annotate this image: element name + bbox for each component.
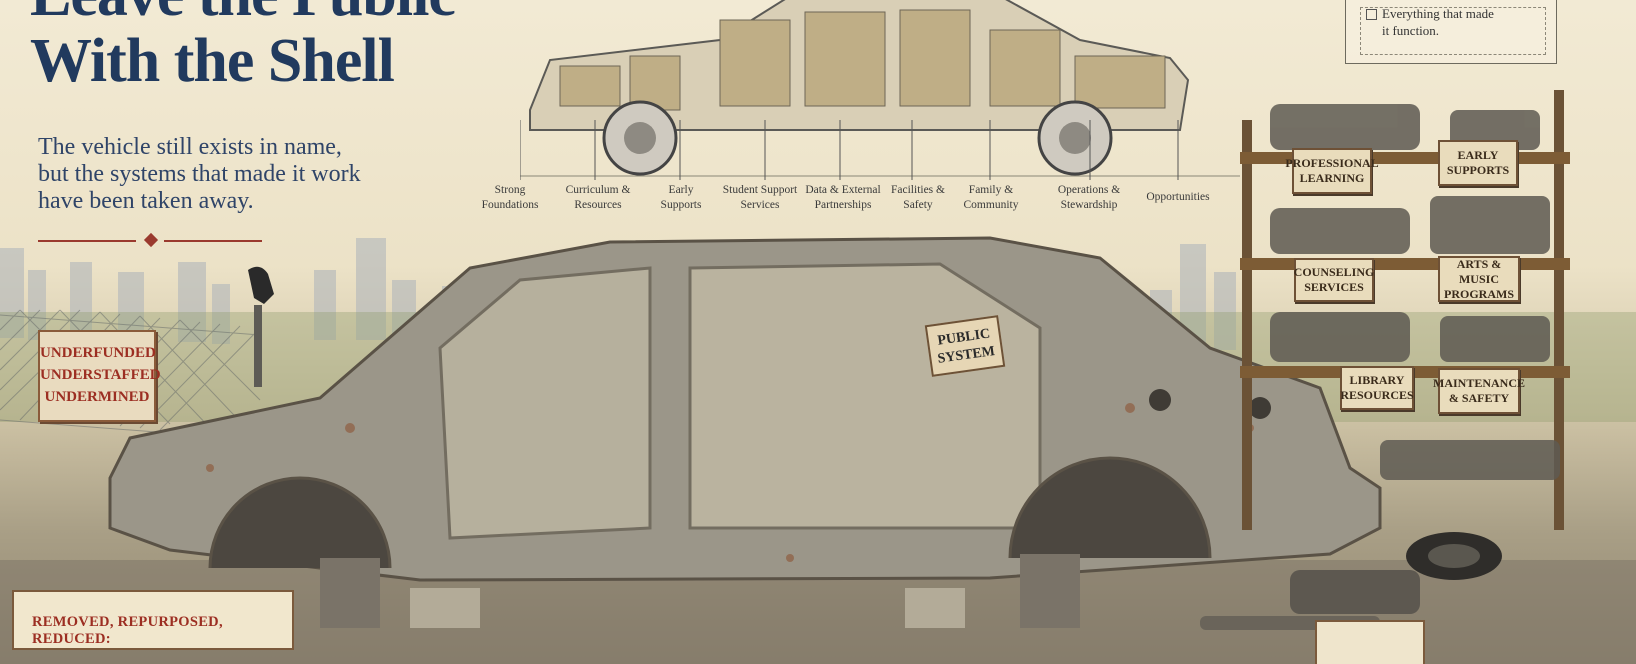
- front-door-opening: [438, 266, 652, 540]
- rear-door-opening: [688, 262, 1042, 530]
- system-label-curriculum: Curriculum &Resources: [565, 184, 631, 211]
- fence-warning-sign: UNDERFUNDED UNDERSTAFFED UNDERMINED: [38, 330, 161, 422]
- page-title: Leave the Public With the Shell: [30, 0, 456, 95]
- front-wheel-well: [208, 476, 392, 569]
- system-label-operations: Operations &Stewardship: [1057, 184, 1121, 211]
- cinder-block: [410, 588, 480, 628]
- fence-post: [254, 305, 262, 387]
- title-line-1: Leave the Public: [30, 0, 456, 28]
- legend-text: Everything that made it function.: [1382, 6, 1494, 38]
- stripped-car-shell: [108, 236, 1382, 628]
- subtitle-line-2: but the systems that made it work: [38, 161, 361, 187]
- title-line-2: With the Shell: [30, 27, 395, 95]
- divider-line-right: [164, 240, 262, 242]
- system-label-opportunities: Opportunities: [1146, 191, 1210, 203]
- jack-stand-rear: [1020, 554, 1080, 628]
- shelf-label-maintenance-safety: MAINTENANCE& SAFETY: [1433, 368, 1525, 414]
- engine-part-icon: [1290, 570, 1420, 614]
- ornamental-divider: [38, 232, 268, 248]
- crow-icon: [248, 266, 274, 304]
- cinder-block-rear: [905, 588, 965, 628]
- subtitle-line-3: have been taken away.: [38, 188, 254, 214]
- legend-bullet-icon: [1366, 9, 1377, 20]
- bottom-right-tag: [1315, 620, 1425, 664]
- system-label-facilities: Facilities &Safety: [891, 184, 945, 211]
- system-label-family-community: Family &Community: [963, 184, 1019, 211]
- divider-line-left: [38, 240, 136, 242]
- cutaway-car-drawing: [519, 0, 1240, 180]
- legend-box: Everything that made it function.: [1345, 0, 1557, 64]
- ground-parts: [1200, 532, 1502, 630]
- subtitle: The vehicle still exists in name, but th…: [38, 134, 438, 215]
- public-system-tag: PUBLIC SYSTEM: [924, 315, 1006, 377]
- jack-stand-front: [320, 558, 380, 628]
- subtitle-line-1: The vehicle still exists in name,: [38, 134, 342, 160]
- rear-wheel-well: [1008, 456, 1212, 559]
- removed-banner: REMOVED, REPURPOSED, REDUCED:: [12, 590, 294, 650]
